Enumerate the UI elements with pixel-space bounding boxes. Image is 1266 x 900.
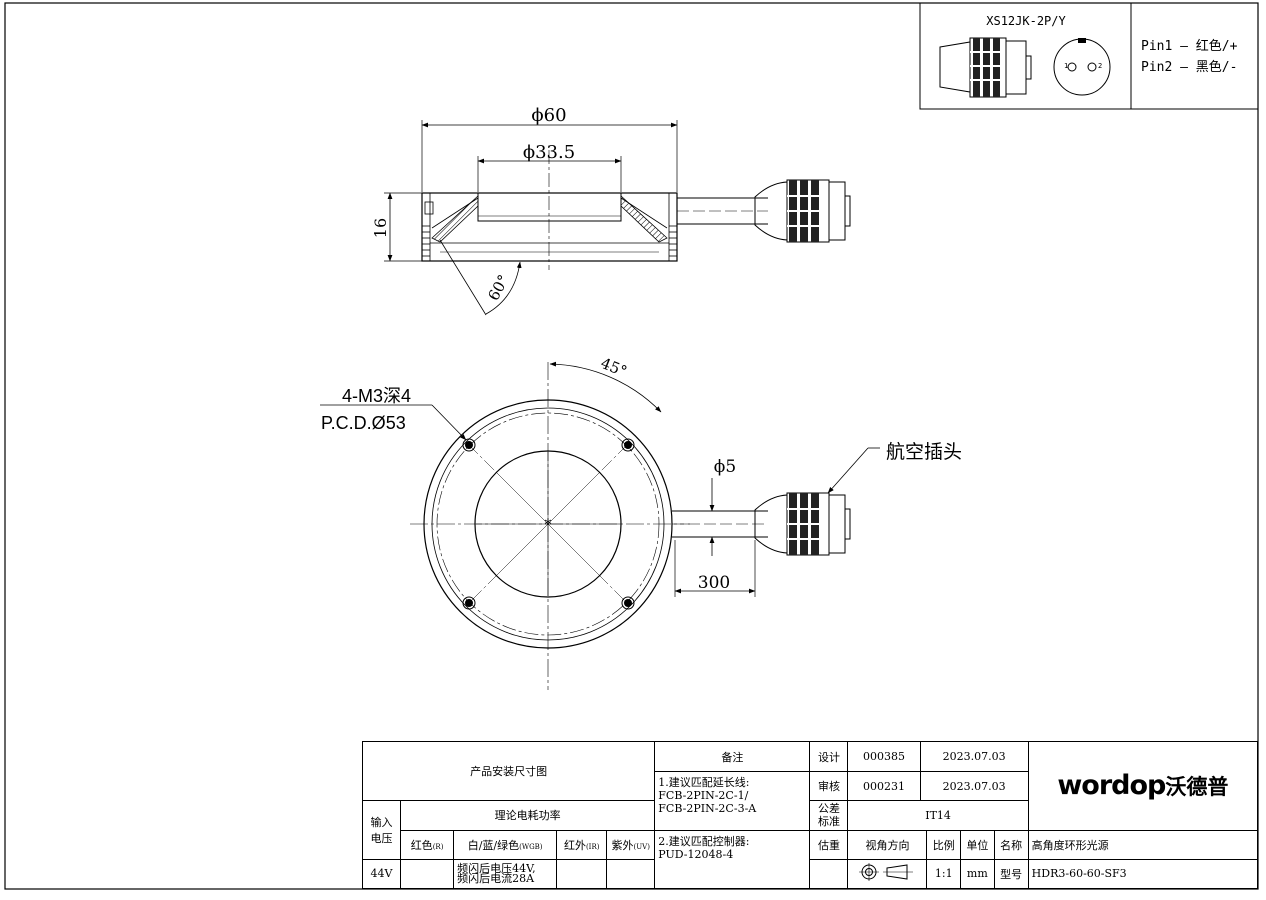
strobe-note: 频闪后电压44V, 频闪后电流28A: [453, 858, 558, 890]
svg-text:1: 1: [1064, 62, 1068, 70]
connector-side-icon: [939, 37, 1032, 98]
pin2-label: Pin2 — 黑色/-: [1141, 59, 1237, 75]
pin1-label: Pin1 — 红色/+: [1141, 38, 1238, 54]
product-model: HDR3-60-60-SF3: [1027, 858, 1259, 890]
voltage-value: 44V: [361, 858, 402, 890]
input-voltage-label: 输入 电压: [361, 800, 402, 860]
side-view: ϕ60 ϕ33.5 16: [371, 105, 851, 316]
dim-hole-angle-arc: [549, 361, 662, 413]
tolerance-value: IT14: [847, 800, 1029, 831]
remark-1: 1.建议匹配延长线: FCB-2PIN-2C-1/ FCB-2PIN-2C-3-…: [654, 771, 811, 831]
sheet-border: [4, 2, 1259, 890]
logo-en: wordop: [1057, 770, 1166, 802]
dim-outer-dia: ϕ60: [531, 105, 566, 126]
front-connector: [754, 492, 851, 556]
svg-text:2: 2: [1098, 62, 1102, 70]
mount-holes: [462, 438, 635, 610]
front-view: * 45° 4-M3深4 P.C.D.Ø53 ϕ5 300: [320, 354, 962, 690]
side-connector: [754, 179, 851, 243]
power-label: 理论电耗功率: [400, 800, 656, 831]
connector-model: XS12JK-2P/Y: [986, 14, 1066, 28]
projection-symbol-icon: [848, 860, 928, 888]
remark-2: 2.建议匹配控制器: PUD-12048-4: [654, 829, 811, 890]
hole-pcd: P.C.D.Ø53: [321, 413, 406, 433]
dim-angle-arc: [485, 261, 522, 315]
connector-spec-box: XS12JK-2P/Y 1 2 Pin1 — 红色/+ Pin2 — 黑色/-: [919, 2, 1259, 110]
logo-cn: 沃德普: [1165, 775, 1229, 800]
product-name: 高角度环形光源: [1027, 829, 1259, 860]
dim-cable-len: 300: [698, 573, 730, 593]
svg-text:*: *: [545, 517, 552, 533]
dim-hole-angle: 45°: [598, 354, 629, 381]
hole-spec: 4-M3深4: [342, 386, 411, 406]
dim-height: 16: [371, 218, 390, 238]
connector-callout: 航空插头: [886, 441, 962, 463]
dim-angle: 60°: [484, 272, 512, 304]
company-logo: wordop沃德普: [1027, 741, 1259, 831]
remarks-header: 备注: [654, 740, 811, 773]
title-block: 产品安装尺寸图 备注 设计 000385 2023.07.03 wordop沃德…: [361, 740, 1259, 890]
connector-pin-face-icon: 1 2: [1053, 38, 1111, 96]
drawing-title: 产品安装尺寸图: [361, 740, 656, 802]
dim-cable-dia: ϕ5: [714, 457, 736, 477]
